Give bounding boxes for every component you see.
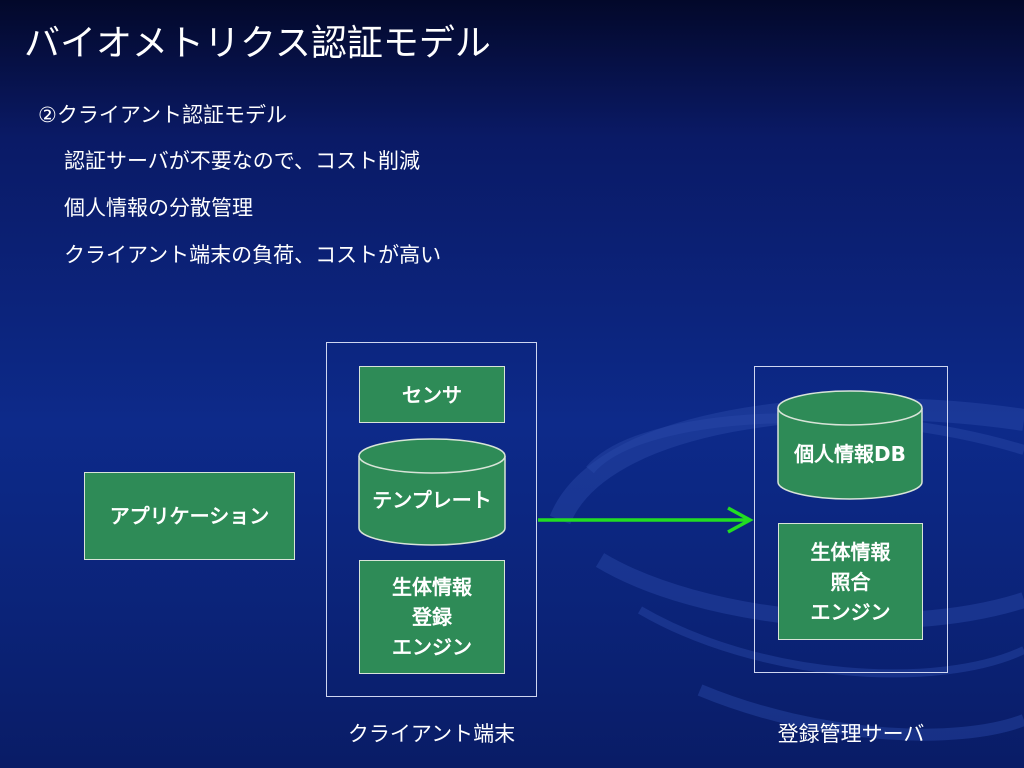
matching-engine-box: 生体情報 照合 エンジン bbox=[778, 523, 923, 640]
template-label: テンプレート bbox=[372, 488, 492, 512]
bullet-item: クライアント端末の負荷、コストが高い bbox=[64, 243, 442, 267]
personal-db-label: 個人情報DB bbox=[794, 442, 906, 466]
cylinder-shape bbox=[358, 438, 506, 546]
bullet-item: 認証サーバが不要なので、コスト削減 bbox=[64, 149, 420, 173]
client-terminal-caption: クライアント端末 bbox=[347, 722, 516, 746]
cylinder-shape bbox=[777, 390, 923, 500]
slide-subtitle: ②クライアント認証モデル bbox=[38, 103, 287, 127]
application-box: アプリケーション bbox=[84, 472, 295, 560]
server-frame bbox=[754, 366, 948, 673]
template-cylinder: テンプレート bbox=[358, 438, 506, 546]
registration-engine-box: 生体情報 登録 エンジン bbox=[359, 560, 505, 674]
slide-title: バイオメトリクス認証モデル bbox=[24, 23, 491, 64]
client-terminal-frame bbox=[326, 342, 537, 697]
personal-db-cylinder: 個人情報DB bbox=[777, 390, 923, 500]
server-caption: 登録管理サーバ bbox=[777, 722, 925, 746]
sensor-box: センサ bbox=[359, 366, 505, 423]
bullet-item: 個人情報の分散管理 bbox=[64, 196, 253, 220]
bullet-list: 認証サーバが不要なので、コスト削減 個人情報の分散管理 クライアント端末の負荷、… bbox=[64, 145, 441, 286]
flow-arrow bbox=[538, 506, 754, 534]
